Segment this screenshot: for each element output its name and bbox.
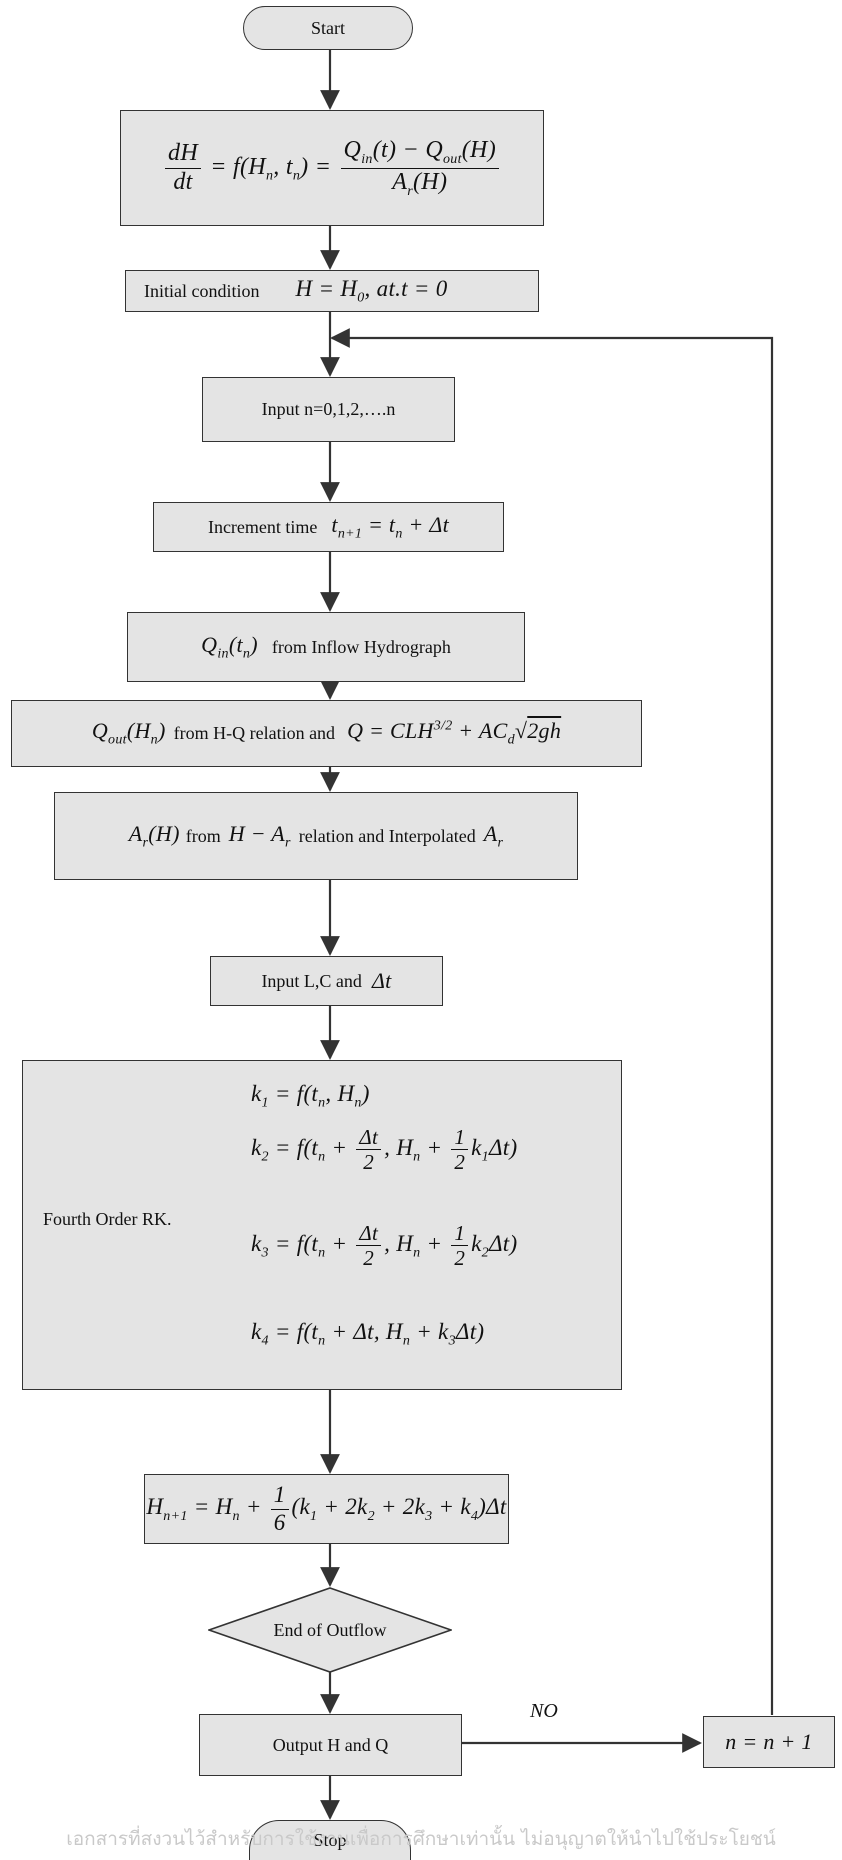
input-lc-label: Input L,C and [261,970,362,991]
inflow-box: Qin(tn) from Inflow Hydrograph [127,612,525,682]
area-label-from: from [185,825,221,846]
increment-time-box: Increment time tn+1 = tn + Δt [153,502,504,552]
inflow-symbol: Qin(tn) [201,631,258,662]
output-label: Output H and Q [272,1734,389,1755]
input-lc-box: Input L,C and Δt [210,956,443,1006]
outflow-symbol: Qout(Hn) [91,718,166,748]
outflow-box: Qout(Hn) from H-Q relation and Q = CLH3/… [11,700,642,767]
rk4-k1: k1 = f(tn, Hn) [251,1081,370,1111]
inflow-label: from Inflow Hydrograph [271,636,451,657]
loop-connector [330,328,774,1715]
start-label: Start [311,17,345,38]
no-label: NO [530,1700,558,1722]
area-box: Ar(H) from H − Ar relation and Interpola… [54,792,578,880]
rk4-k4: k4 = f(tn + Δt, Hn + k3Δt) [251,1319,485,1349]
rk4-box: Fourth Order RK. k1 = f(tn, Hn) k2 = f(t… [22,1060,622,1390]
start-terminal: Start [243,6,413,50]
decision-label: End of Outflow [273,1619,387,1640]
area-symbol: Ar(H) [128,820,180,851]
stop-label: Stop [313,1830,347,1850]
n-increment-equation: n = n + 1 [725,1729,813,1754]
initial-condition-box: Initial condition H = H0, at.t = 0 [125,270,539,312]
outflow-label: from H-Q relation and [173,723,336,743]
area-label-relation: relation and Interpolated [298,825,476,846]
initial-condition-label: Initial condition [144,280,260,301]
weir-orifice-equation: Q = CLH3/2 + ACd√2gh [347,718,562,748]
input-n-box: Input n=0,1,2,….n [202,377,455,442]
rk4-label: Fourth Order RK. [43,1209,172,1229]
ar-interp-symbol: Ar [483,820,504,851]
h-ar-symbol: H − Ar [228,820,291,851]
decision-diamond [208,1587,452,1673]
delta-t-symbol: Δt [371,968,392,993]
initial-condition-equation: H = H0, at.t = 0 [295,275,448,306]
watermark-text: เอกสารที่สงวนไว้สำหรับการใช้งานเพื่อการศ… [66,1828,776,1850]
input-n-label: Input n=0,1,2,….n [261,399,396,419]
increment-time-label: Increment time [207,516,318,537]
output-box: Output H and Q [199,1714,462,1776]
decision-label-wrap: End of Outflow [208,1587,452,1673]
n-increment-box: n = n + 1 [703,1716,835,1768]
increment-time-equation: tn+1 = tn + Δt [331,511,450,542]
stop-terminal: Stop [249,1820,411,1860]
